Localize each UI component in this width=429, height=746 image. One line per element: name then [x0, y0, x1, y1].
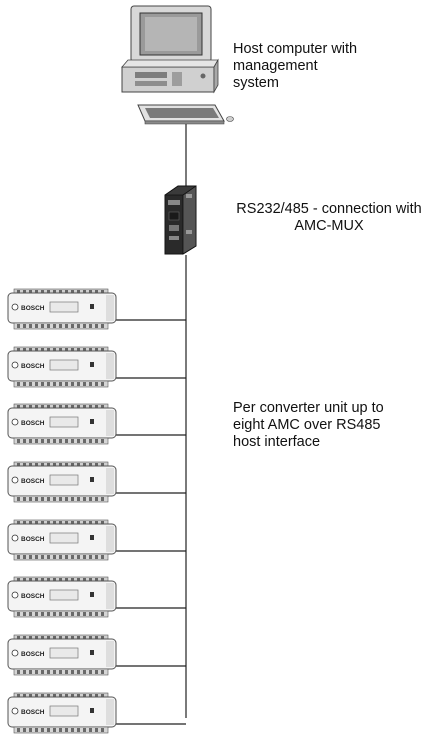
amc-units-label: Per converter unit up to eight AMC over …: [233, 400, 384, 450]
amc-unit: BOSCH: [7, 461, 117, 503]
amc-unit: BOSCH: [7, 634, 117, 676]
amc-brand-label: BOSCH: [21, 709, 45, 716]
amc-unit: BOSCH: [7, 288, 117, 330]
bus-branches: [116, 319, 186, 725]
amc-brand-label: BOSCH: [21, 478, 45, 485]
converter-label: RS232/485 - connection with AMC-MUX: [236, 201, 422, 234]
amc-brand-label: BOSCH: [21, 593, 45, 600]
host-computer-label: Host computer with management system: [233, 41, 358, 91]
amc-brand-label: BOSCH: [21, 651, 45, 658]
amc-brand-label: BOSCH: [21, 536, 45, 543]
converter-icon: [164, 185, 197, 255]
amc-devices: BOSCH BOSCH BOSCH BOSCH BOSCH BOSCH BOSCH BOSCH: [7, 288, 117, 734]
amc-unit: BOSCH: [7, 519, 117, 561]
amc-unit: BOSCH: [7, 346, 117, 388]
host-computer-icon: [121, 5, 234, 125]
amc-brand-label: BOSCH: [21, 363, 45, 370]
amc-unit: BOSCH: [7, 692, 117, 734]
amc-brand-label: BOSCH: [21, 305, 45, 312]
amc-unit: BOSCH: [7, 403, 117, 445]
connection-lines: [116, 123, 187, 725]
amc-unit: BOSCH: [7, 576, 117, 618]
amc-brand-label: BOSCH: [21, 420, 45, 427]
